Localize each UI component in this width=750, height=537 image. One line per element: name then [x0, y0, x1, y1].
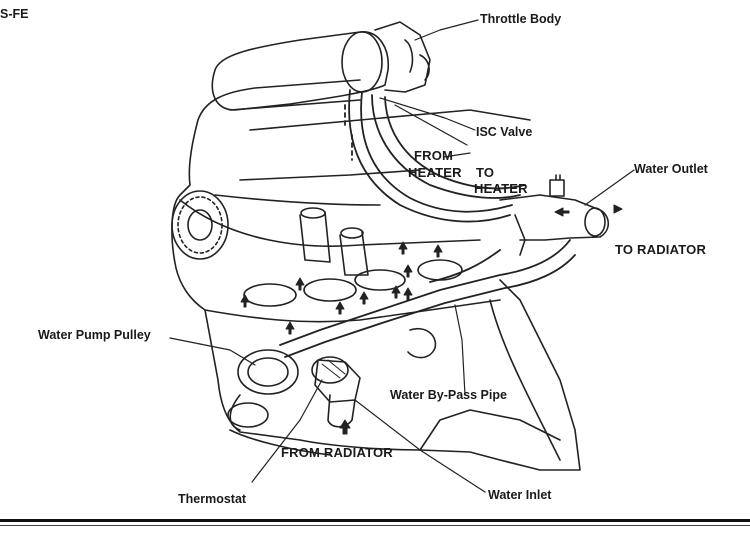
leader-lines — [169, 19, 635, 493]
water-bypass-pipe — [279, 239, 576, 358]
block-lower — [204, 299, 501, 323]
bottom-rule-thin — [0, 525, 750, 526]
engine-block-outline — [171, 79, 581, 471]
engine-code-label: S-FE — [0, 7, 29, 21]
block-side — [489, 299, 561, 461]
from-radiator-label: FROM RADIATOR — [281, 445, 393, 460]
lower-line — [229, 429, 331, 456]
from-heater-label-line2: HEATER — [408, 165, 462, 180]
to-heater-label-line2: HEATER — [474, 181, 528, 196]
head-surface — [179, 199, 481, 247]
water-outlet-label: Water Outlet — [634, 162, 708, 176]
thermostat-label: Thermostat — [178, 492, 247, 506]
heater-hoses — [344, 89, 526, 223]
water-pump-pulley-label: Water Pump Pulley — [38, 328, 151, 342]
bottom-rule — [0, 519, 750, 522]
spark-plug-wells — [243, 207, 463, 307]
from-heater-label-line1: FROM — [414, 148, 454, 163]
water-inlet-label: Water Inlet — [488, 488, 552, 502]
oil-pan — [419, 409, 561, 451]
throttle-body-shape — [211, 21, 431, 111]
throttle-body-label: Throttle Body — [480, 12, 562, 26]
to-radiator-label: TO RADIATOR — [615, 242, 707, 257]
timing-gear — [171, 190, 229, 260]
water-pump-pulley — [227, 349, 299, 431]
isc-valve-label: ISC Valve — [476, 125, 533, 139]
water-outlet-housing — [499, 174, 610, 256]
head-line-2 — [214, 194, 381, 206]
flow-arrows — [240, 204, 623, 435]
small-hose — [407, 328, 437, 359]
thermostat-housing — [311, 356, 361, 428]
water-bypass-pipe-label: Water By-Pass Pipe — [390, 388, 507, 402]
head-line-1 — [239, 169, 421, 181]
to-heater-label-line1: TO — [476, 165, 495, 180]
